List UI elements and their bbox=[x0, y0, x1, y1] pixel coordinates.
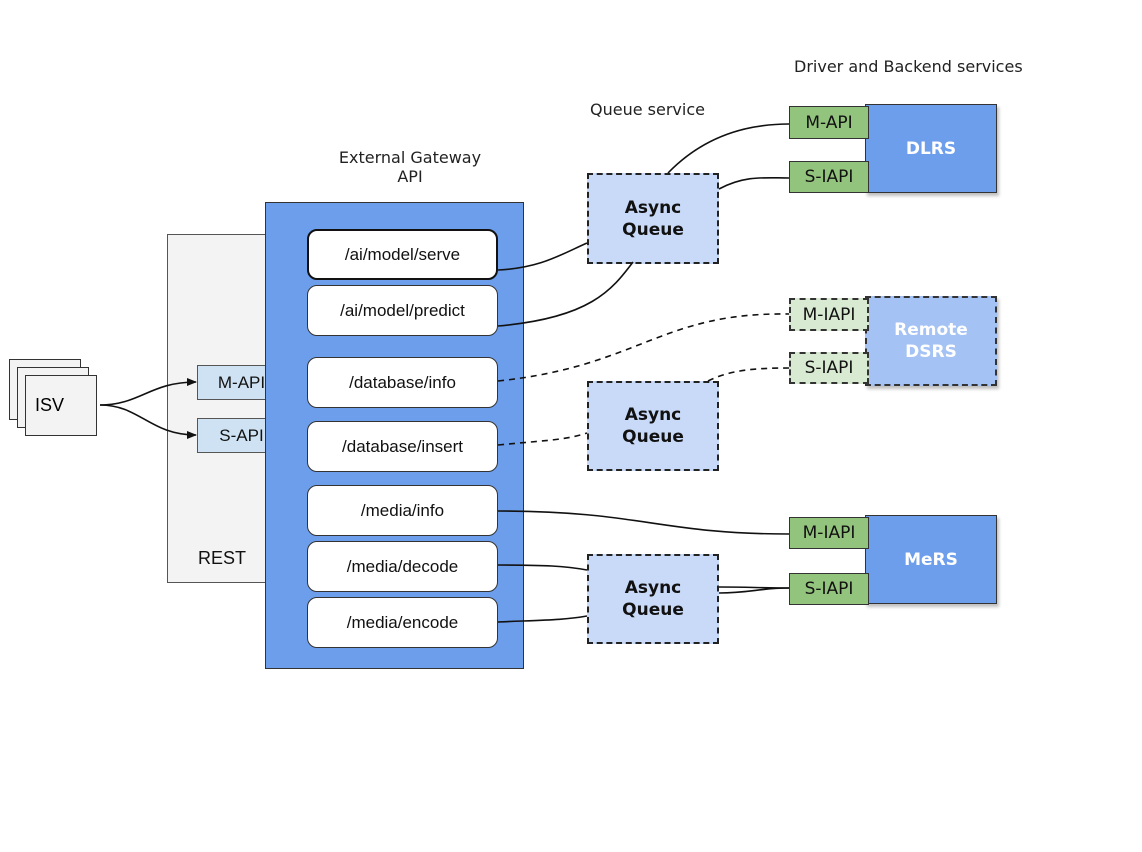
mers-m-iapi[interactable]: M-IAPI bbox=[789, 517, 869, 549]
dlrs-s-iapi[interactable]: S-IAPI bbox=[789, 161, 869, 193]
ai-serve-to-queue-line bbox=[497, 242, 588, 271]
queue-to-mers-s-line-2 bbox=[718, 587, 790, 594]
async-queue-ai[interactable]: Async Queue bbox=[587, 173, 719, 264]
ai-predict-to-queue-line bbox=[497, 261, 634, 327]
isv-client[interactable]: ISV bbox=[25, 375, 97, 436]
async-queue-media-line1: Async bbox=[624, 578, 682, 598]
media-decode-to-queue-line bbox=[497, 564, 588, 571]
gateway-title: External Gateway API bbox=[330, 148, 490, 186]
db-insert-to-queue-line bbox=[497, 432, 588, 446]
async-queue-media[interactable]: Async Queue bbox=[587, 554, 719, 644]
media-encode-to-queue-line bbox=[497, 615, 588, 623]
gateway-title-line1: External Gateway bbox=[338, 148, 482, 167]
dsrs-s-iapi[interactable]: S-IAPI bbox=[789, 352, 869, 384]
service-remote-dsrs[interactable]: Remote DSRS bbox=[865, 296, 997, 386]
rest-panel bbox=[167, 234, 269, 583]
queue-to-dlrs-s-iapi-line bbox=[718, 176, 790, 190]
async-queue-ai-line1: Async bbox=[624, 197, 682, 218]
endpoint-media-decode[interactable]: /media/decode bbox=[307, 541, 498, 592]
isv-to-s-api-arrow bbox=[99, 404, 197, 439]
db-info-to-dsrs-m-line bbox=[497, 313, 790, 382]
dsrs-m-iapi[interactable]: M-IAPI bbox=[789, 298, 869, 331]
endpoint-media-encode[interactable]: /media/encode bbox=[307, 597, 498, 648]
endpoint-database-insert[interactable]: /database/insert bbox=[307, 421, 498, 472]
async-queue-database-line1: Async bbox=[624, 405, 682, 425]
driver-backend-title: Driver and Backend services bbox=[794, 57, 1023, 76]
async-queue-database-line2: Queue bbox=[622, 427, 684, 447]
queue-to-dsrs-s-line bbox=[707, 367, 790, 382]
endpoint-ai-model-serve[interactable]: /ai/model/serve bbox=[307, 229, 498, 280]
rest-label: REST bbox=[198, 548, 247, 568]
dlrs-m-api[interactable]: M-API bbox=[789, 106, 869, 139]
isv-label: ISV bbox=[35, 395, 65, 415]
service-remote-dsrs-line2: DSRS bbox=[905, 342, 957, 362]
async-queue-media-line2: Queue bbox=[622, 600, 684, 620]
mers-s-iapi[interactable]: S-IAPI bbox=[789, 573, 869, 605]
gateway-title-line2: API bbox=[397, 167, 423, 186]
async-queue-database[interactable]: Async Queue bbox=[587, 381, 719, 471]
service-remote-dsrs-line1: Remote bbox=[894, 320, 968, 340]
endpoint-database-info[interactable]: /database/info bbox=[307, 357, 498, 408]
isv-to-m-api-arrow bbox=[99, 378, 197, 406]
media-info-to-mers-line bbox=[497, 510, 790, 535]
service-mers[interactable]: MeRS bbox=[865, 515, 997, 604]
endpoint-media-info[interactable]: /media/info bbox=[307, 485, 498, 536]
service-dlrs[interactable]: DLRS bbox=[865, 104, 997, 193]
endpoint-ai-model-predict[interactable]: /ai/model/predict bbox=[307, 285, 498, 336]
async-queue-ai-line2: Queue bbox=[622, 219, 684, 240]
queue-to-dlrs-m-api-line bbox=[667, 123, 790, 174]
queue-service-title: Queue service bbox=[590, 100, 705, 119]
